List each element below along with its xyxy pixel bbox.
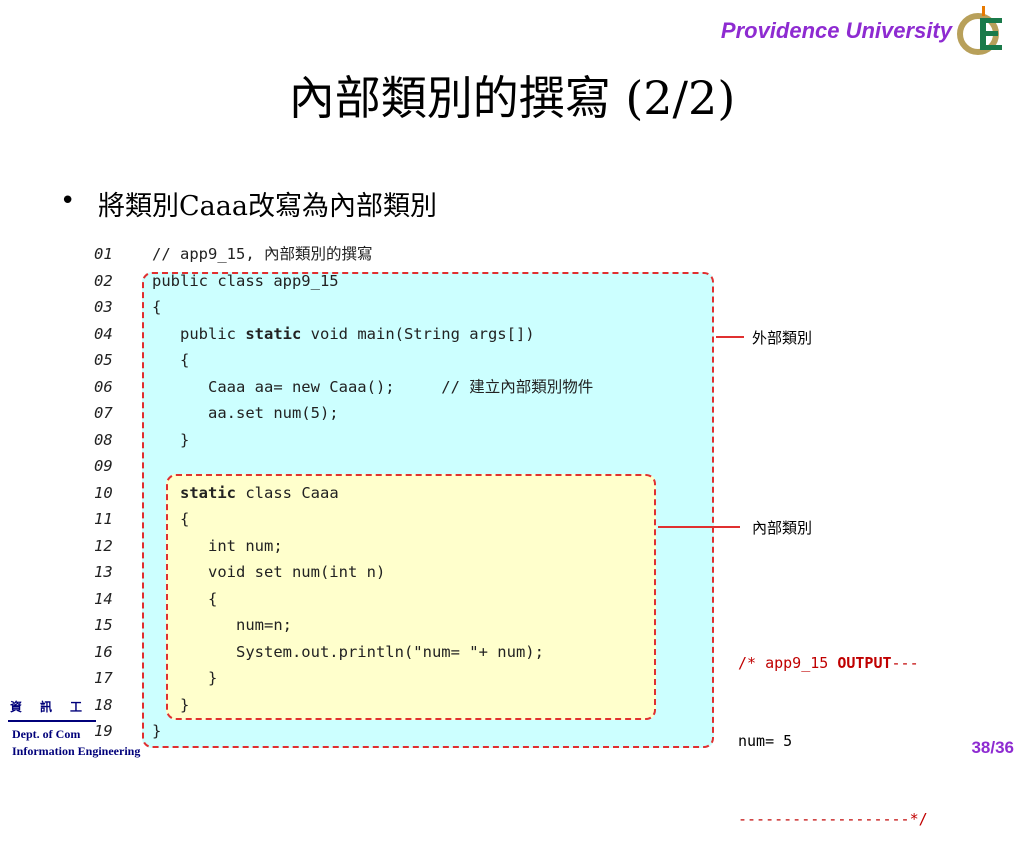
code-line: 05 { [94,347,189,373]
line-number: 06 [94,377,113,396]
output-header-pre: /* app9_15 [738,654,838,672]
code-text: System.out.println("num= "+ num); [152,642,544,661]
code-text: public static void main(String args[]) [152,324,535,343]
line-number: 08 [94,430,113,449]
line-number: 16 [94,642,113,661]
code-text: void set num(int n) [152,563,386,581]
code-line: 09 [94,453,128,479]
code-line: 12 int num; [94,533,283,559]
keyword: static [180,483,236,502]
code-line: 14 { [94,586,217,612]
outer-class-label: 外部類別 [752,329,813,347]
line-number: 03 [94,298,113,316]
inner-class-label: 內部類別 [752,519,813,537]
code-text: } [152,722,162,740]
line-number: 11 [94,510,113,528]
code-text: { [152,351,190,369]
footer-rule [8,720,96,722]
code-text: aa.set num(5); [152,404,339,422]
code-line: 17 } [94,665,217,691]
code-line: 19} [94,718,161,744]
line-number: 14 [94,589,113,608]
inner-callout-line [658,526,740,528]
code-text: { [152,510,190,528]
code-line: 13 void set num(int n) [94,559,385,585]
code-line: 07 aa.set num(5); [94,400,339,426]
code-line: 18 } [94,692,189,718]
code-text: int num; [152,536,283,555]
code-listing: 01 // app9_15, 內部類別的撰寫 02 public class app9… [94,240,714,748]
code-text: } [152,669,218,687]
code-line: 08 } [94,427,189,453]
line-number: 09 [94,457,113,475]
code-text: { [152,589,218,608]
outer-callout-line [716,336,744,338]
line-number: 12 [94,536,113,555]
line-number: 13 [94,563,113,581]
code-text: Caaa aa= new Caaa(); // 建立內部類別物件 [152,377,594,396]
line-number: 17 [94,669,113,687]
output-result: num= 5 [738,732,793,750]
code-text: } [152,695,190,714]
code-text: public class app9_15 [152,271,339,290]
code-line: 10 static class Caaa [94,480,339,506]
keyword: static [245,324,302,343]
university-name: Providence University [720,18,952,43]
output-header-keyword: OUTPUT [837,654,892,672]
university-logo-icon [957,6,1002,55]
program-output: /* app9_15 OUTPUT--- num= 5 ------------… [738,598,928,858]
code-line: 11 { [94,506,189,532]
output-footer: -------------------*/ [738,810,928,828]
code-line: 06 Caaa aa= new Caaa(); // 建立內部類別物件 [94,374,593,400]
code-text: // app9_15, 內部類別的撰寫 [152,245,373,263]
bullet-marker: • [60,186,76,216]
line-number: 01 [94,245,113,263]
bullet-text: 將類別Caaa改寫為內部類別 [98,191,437,222]
line-number: 15 [94,616,113,634]
line-number: 18 [94,695,113,714]
code-line: 02 public class app9_15 [94,268,339,294]
line-number: 05 [94,351,113,369]
line-number: 07 [94,404,113,422]
code-line: 16 System.out.println("num= "+ num); [94,639,544,665]
line-number: 02 [94,271,113,290]
code-line: 15 num=n; [94,612,292,638]
line-number: 10 [94,483,113,502]
code-line: 03 { [94,294,161,320]
page-number: 38/36 [971,738,1014,757]
code-text: } [152,430,190,449]
code-text: static class Caaa [180,483,339,502]
line-number: 04 [94,324,113,343]
code-text: num=n; [152,616,292,634]
code-line: 04 public static void main(String args[]… [94,321,535,347]
code-text: { [152,298,162,316]
line-number: 19 [94,722,113,740]
code-line: 01 // app9_15, 內部類別的撰寫 [94,241,372,267]
footer-dept-chinese: 資訊工 [10,700,101,714]
output-header-post: --- [891,654,919,672]
slide-title: 內部類別的撰寫 (2/2) [288,71,736,125]
inner-class-box [166,474,656,720]
footer-dept-english-1: Dept. of Com [12,727,81,741]
footer-dept-english-2: Information Engineering [12,744,141,758]
